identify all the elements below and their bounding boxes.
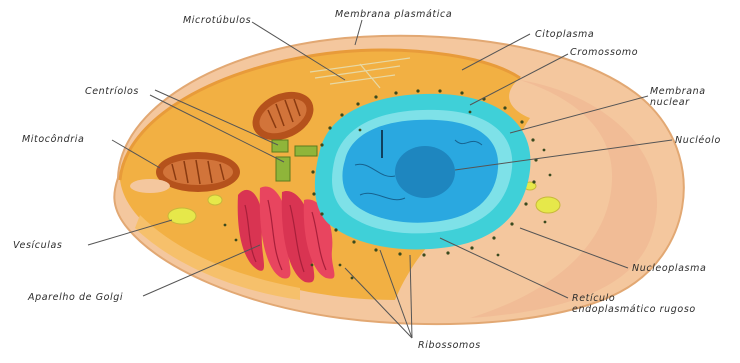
- label-membrana-nuclear-line1: Membrana: [650, 86, 706, 97]
- label-reticulo-line2: endoplasmático rugoso: [572, 304, 696, 315]
- nucleolus: [395, 146, 455, 198]
- label-citoplasma: Citoplasma: [535, 29, 594, 40]
- label-cromossomo: Cromossomo: [570, 47, 638, 58]
- label-nucleolo: Nucléolo: [675, 135, 721, 146]
- label-membrana-nuclear: Membrana nuclear: [650, 86, 706, 108]
- label-reticulo-line1: Retículo: [572, 293, 696, 304]
- label-vesiculas: Vesículas: [13, 240, 62, 251]
- label-centriolos: Centríolos: [85, 86, 139, 97]
- label-reticulo-endoplasmatico-rugoso: Retículo endoplasmático rugoso: [572, 293, 696, 315]
- label-microtubulos: Microtúbulos: [183, 15, 251, 26]
- label-mitocondria: Mitocôndria: [22, 134, 84, 145]
- label-ribossomos: Ribossomos: [418, 340, 481, 351]
- label-membrana-plasmatica: Membrana plasmática: [335, 9, 452, 20]
- label-nucleoplasma: Nucleoplasma: [632, 263, 706, 274]
- label-aparelho-de-golgi: Aparelho de Golgi: [28, 292, 123, 303]
- label-membrana-nuclear-line2: nuclear: [650, 97, 706, 108]
- lysosome: [130, 179, 170, 193]
